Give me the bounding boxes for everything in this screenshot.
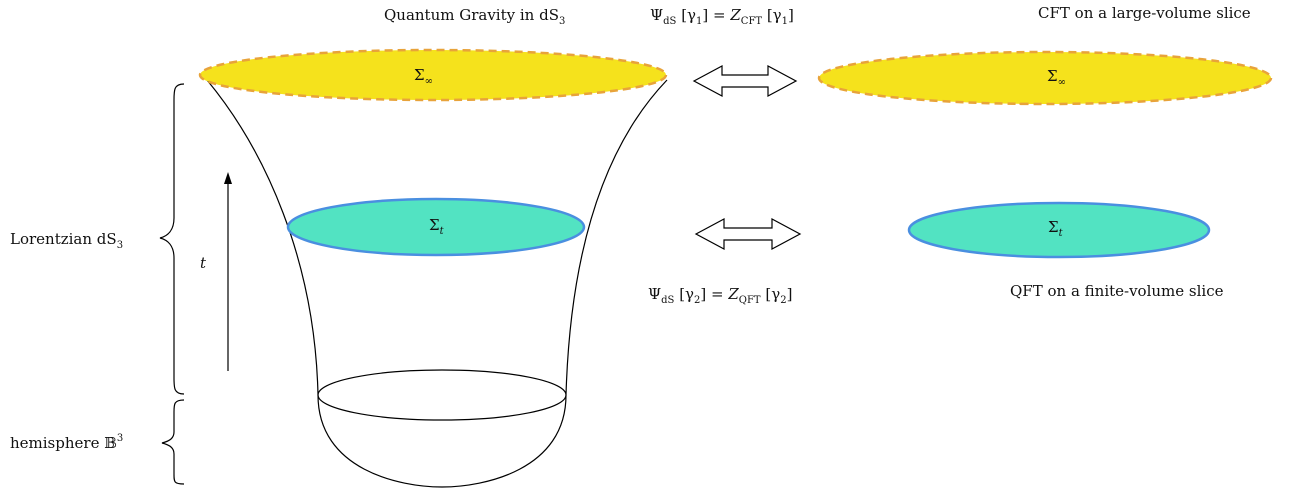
time-label: t — [200, 254, 207, 272]
time-arrow-head — [224, 172, 232, 184]
hemisphere-rim — [317, 369, 567, 421]
funnel-left-edge — [206, 79, 319, 396]
sigma-infinity-disk-right — [817, 50, 1273, 106]
right-top-title: CFT on a large-volume slice — [1038, 4, 1251, 22]
sigma-infinity-label-right: Σ∞ — [1047, 67, 1066, 88]
hemisphere-label: hemisphere 𝔹3 — [10, 433, 123, 452]
sigma-t-label-left: Σt — [429, 216, 445, 237]
equivalence-arrow-top — [692, 64, 798, 98]
sigma-infinity-disk-left — [198, 48, 668, 102]
right-bottom-title: QFT on a finite-volume slice — [1010, 282, 1224, 300]
sigma-t-disk-left — [286, 197, 586, 257]
sigma-t-disk-right — [907, 201, 1211, 259]
left-title: Quantum Gravity in dS3 — [384, 6, 565, 27]
lorentzian-label: Lorentzian dS3 — [10, 230, 123, 251]
hemisphere-brace — [161, 399, 185, 485]
sigma-infinity-label-left: Σ∞ — [414, 66, 433, 87]
equation-top: ΨdS [γ1] = ZCFT [γ1] — [650, 6, 794, 27]
equivalence-arrow-bottom — [694, 217, 802, 251]
lorentzian-brace — [159, 83, 185, 395]
sigma-t-label-right: Σt — [1048, 218, 1064, 239]
equation-bottom: ΨdS [γ2] = ZQFT [γ2] — [648, 285, 792, 306]
funnel-right-edge — [565, 79, 668, 396]
hemisphere-bowl — [317, 394, 567, 488]
